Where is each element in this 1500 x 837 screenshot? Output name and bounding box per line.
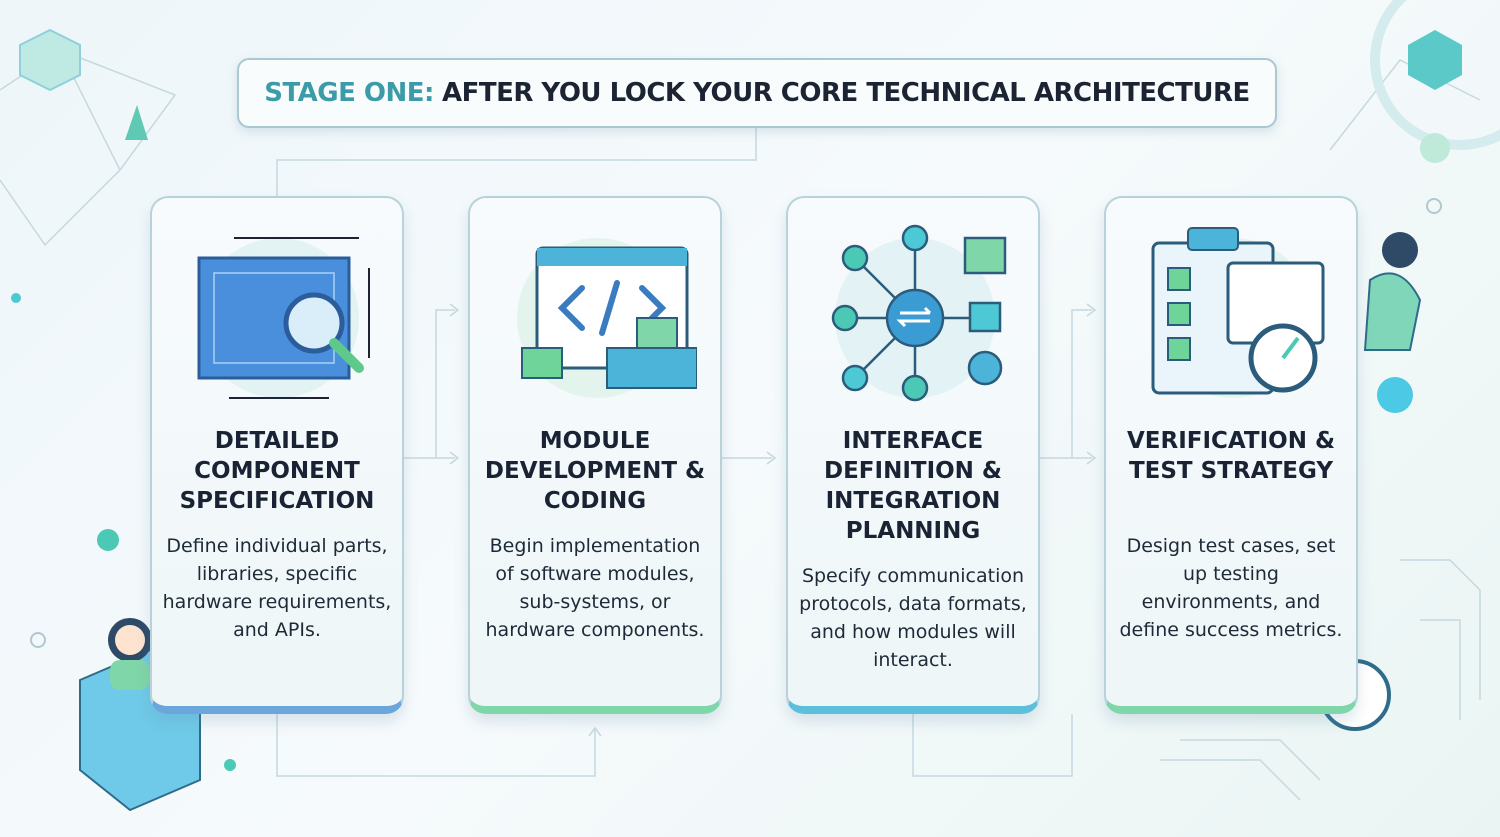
- connector-lines: [0, 48, 1481, 801]
- step-card-interface-definition: INTERFACE DEFINITION & INTEGRATION PLANN…: [786, 196, 1040, 714]
- step-description: Specify communication protocols, data fo…: [799, 565, 1027, 671]
- stage-header: STAGE ONE: AFTER YOU LOCK YOUR CORE TECH…: [237, 58, 1277, 128]
- step-title: VERIFICATION & TEST STRATEGY: [1126, 428, 1336, 484]
- blueprint-magnifier-icon: [197, 237, 370, 399]
- page-title: AFTER YOU LOCK YOUR CORE TECHNICAL ARCHI…: [441, 78, 1250, 108]
- step-title: MODULE DEVELOPMENT & CODING: [484, 428, 706, 514]
- hexagon-icon: [19, 28, 81, 92]
- hexagon-icon: [1408, 30, 1462, 90]
- step-card-verification-test: VERIFICATION & TEST STRATEGY Design test…: [1104, 196, 1358, 714]
- step-card-module-development: MODULE DEVELOPMENT & CODING Begin implem…: [468, 196, 722, 714]
- step-description: Begin implementation of software modules…: [485, 535, 705, 641]
- network-hub-icon: [831, 224, 1007, 402]
- code-window-blocks-icon: [517, 238, 697, 398]
- step-card-component-specification: DETAILED COMPONENT SPECIFICATION Define …: [150, 196, 404, 714]
- person-icon: [1382, 232, 1418, 268]
- step-description: Design test cases, set up testing enviro…: [1119, 535, 1343, 641]
- stage-label: STAGE ONE:: [264, 78, 434, 108]
- step-title: INTERFACE DEFINITION & INTEGRATION PLANN…: [824, 428, 1002, 544]
- step-title: DETAILED COMPONENT SPECIFICATION: [179, 428, 375, 514]
- triangle-icon: [125, 105, 148, 140]
- step-description: Define individual parts, libraries, spec…: [162, 535, 392, 641]
- checklist-stopwatch-icon: [1151, 227, 1325, 398]
